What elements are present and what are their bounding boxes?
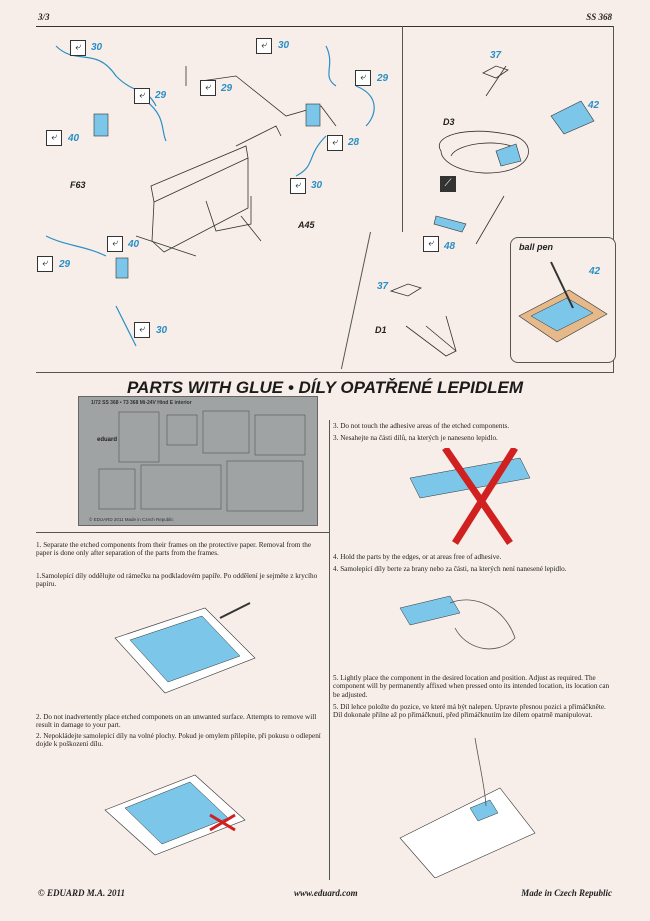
step-2-en: 2. Do not inadvertently place etched com…: [36, 713, 317, 730]
step-3-cz: 3. Nesahejte na části dílů, na kterých j…: [333, 434, 498, 442]
divider-horizontal: [36, 372, 614, 373]
callout-28: 28: [348, 137, 360, 148]
step-4-illustration: [399, 595, 516, 650]
check-box: ⤶: [134, 322, 150, 338]
check-box: ⤶: [70, 40, 86, 56]
callout-30: 30: [311, 180, 323, 191]
part-label-a45: A45: [298, 220, 315, 230]
part-37a: [482, 65, 509, 79]
step-2-cz: 2. Nepokládejte samolepící díly na volné…: [36, 732, 321, 749]
wire-28: [295, 135, 327, 177]
check-box: ⤶: [107, 236, 123, 252]
ballpen-inset: ball pen 42: [510, 237, 616, 363]
check-box: ⤶: [37, 256, 53, 272]
check-box: ⤶: [200, 80, 216, 96]
wire-29b: [355, 85, 375, 127]
ballpen-label: ball pen: [519, 242, 554, 252]
callout-37: 37: [377, 281, 389, 292]
callout-30: 30: [91, 42, 103, 53]
callout-29: 29: [221, 83, 233, 94]
wire-30b: [325, 45, 337, 87]
check-box: ⤶: [290, 178, 306, 194]
check-box: ⤶: [134, 88, 150, 104]
callout-42: 42: [589, 266, 601, 277]
callout-29: 29: [377, 73, 389, 84]
check-box: ⤶: [46, 130, 62, 146]
step-4-cz: 4. Samolepící díly berte za brany nebo z…: [333, 565, 567, 573]
check-box-filled: ⟋: [440, 176, 456, 192]
fret-caption: 1/72 SS 368 • 73 368 Mi-24V Hind E inter…: [91, 400, 192, 406]
check-box: ⤶: [423, 236, 439, 252]
footer-website[interactable]: www.eduard.com: [294, 888, 358, 898]
part-28: [305, 103, 321, 127]
step-3-illustration: [409, 448, 531, 545]
part-label-d1: D1: [375, 325, 387, 335]
step-5-illustration: [399, 738, 536, 878]
check-box: ⤶: [355, 70, 371, 86]
part-37b: [389, 283, 422, 297]
callout-29: 29: [155, 90, 167, 101]
seat-patch-d3: [495, 143, 522, 167]
seat-d1-outline: [405, 315, 457, 357]
wire-29c: [45, 235, 107, 257]
top-rule: [36, 26, 614, 27]
etched-fret: 1/72 SS 368 • 73 368 Mi-24V Hind E inter…: [78, 396, 318, 526]
check-box: ⤶: [327, 135, 343, 151]
part-40b: [115, 257, 129, 279]
wire-30c: [115, 305, 137, 347]
step-5-cz: 5. Díl lehce položte do pozice, ve které…: [333, 703, 606, 720]
step-1-illustration: [114, 602, 256, 694]
divider-steps: [36, 532, 329, 533]
part-40a: [93, 113, 109, 137]
wire-29a: [145, 100, 167, 142]
callout-42: 42: [588, 100, 600, 111]
fret-parts: [98, 410, 306, 512]
callout-30: 30: [156, 325, 168, 336]
page-number: 3/3: [38, 12, 50, 22]
step-1-cz: 1.Samolepící díly oddělujte od rámečku n…: [36, 572, 318, 589]
set-code: SS 368: [586, 12, 612, 22]
callout-48: 48: [444, 241, 456, 252]
callout-40: 40: [128, 239, 140, 250]
callout-40: 40: [68, 133, 80, 144]
divider-vertical-top: [402, 26, 403, 232]
callout-29: 29: [59, 259, 71, 270]
fret-brand: eduard: [97, 437, 118, 443]
ballpen-drawing: [518, 261, 608, 343]
panel-f63-outline: [150, 145, 249, 203]
check-box: ⤶: [256, 38, 272, 54]
section-title: PARTS WITH GLUE • DÍLY OPATŘENÉ LEPIDLEM: [126, 378, 524, 397]
frame-right: [613, 26, 614, 372]
footer-made-in: Made in Czech Republic: [521, 888, 612, 898]
callout-37: 37: [490, 50, 502, 61]
callout-30: 30: [278, 40, 290, 51]
step-1-en: 1. Separate the etched components from t…: [36, 541, 312, 558]
divider-vertical-bottom: [329, 420, 330, 880]
part-42: [550, 100, 595, 135]
assembly-drawing: [45, 45, 595, 357]
part-label-f63: F63: [70, 180, 86, 190]
part-label-d3: D3: [443, 117, 455, 127]
step-5-en: 5. Lightly place the component in the de…: [333, 674, 610, 699]
step-3-en: 3. Do not touch the adhesive areas of th…: [333, 422, 510, 430]
part-48: [433, 215, 467, 233]
step-2-illustration: [104, 774, 246, 856]
footer-copyright: © EDUARD M.A. 2011: [38, 888, 125, 898]
step-4-en: 4. Hold the parts by the edges, or at ar…: [333, 553, 502, 561]
fret-footer-text: © EDUARD 2011 Made in Czech Republic: [89, 517, 174, 522]
seat-d3-outline: [438, 130, 529, 174]
